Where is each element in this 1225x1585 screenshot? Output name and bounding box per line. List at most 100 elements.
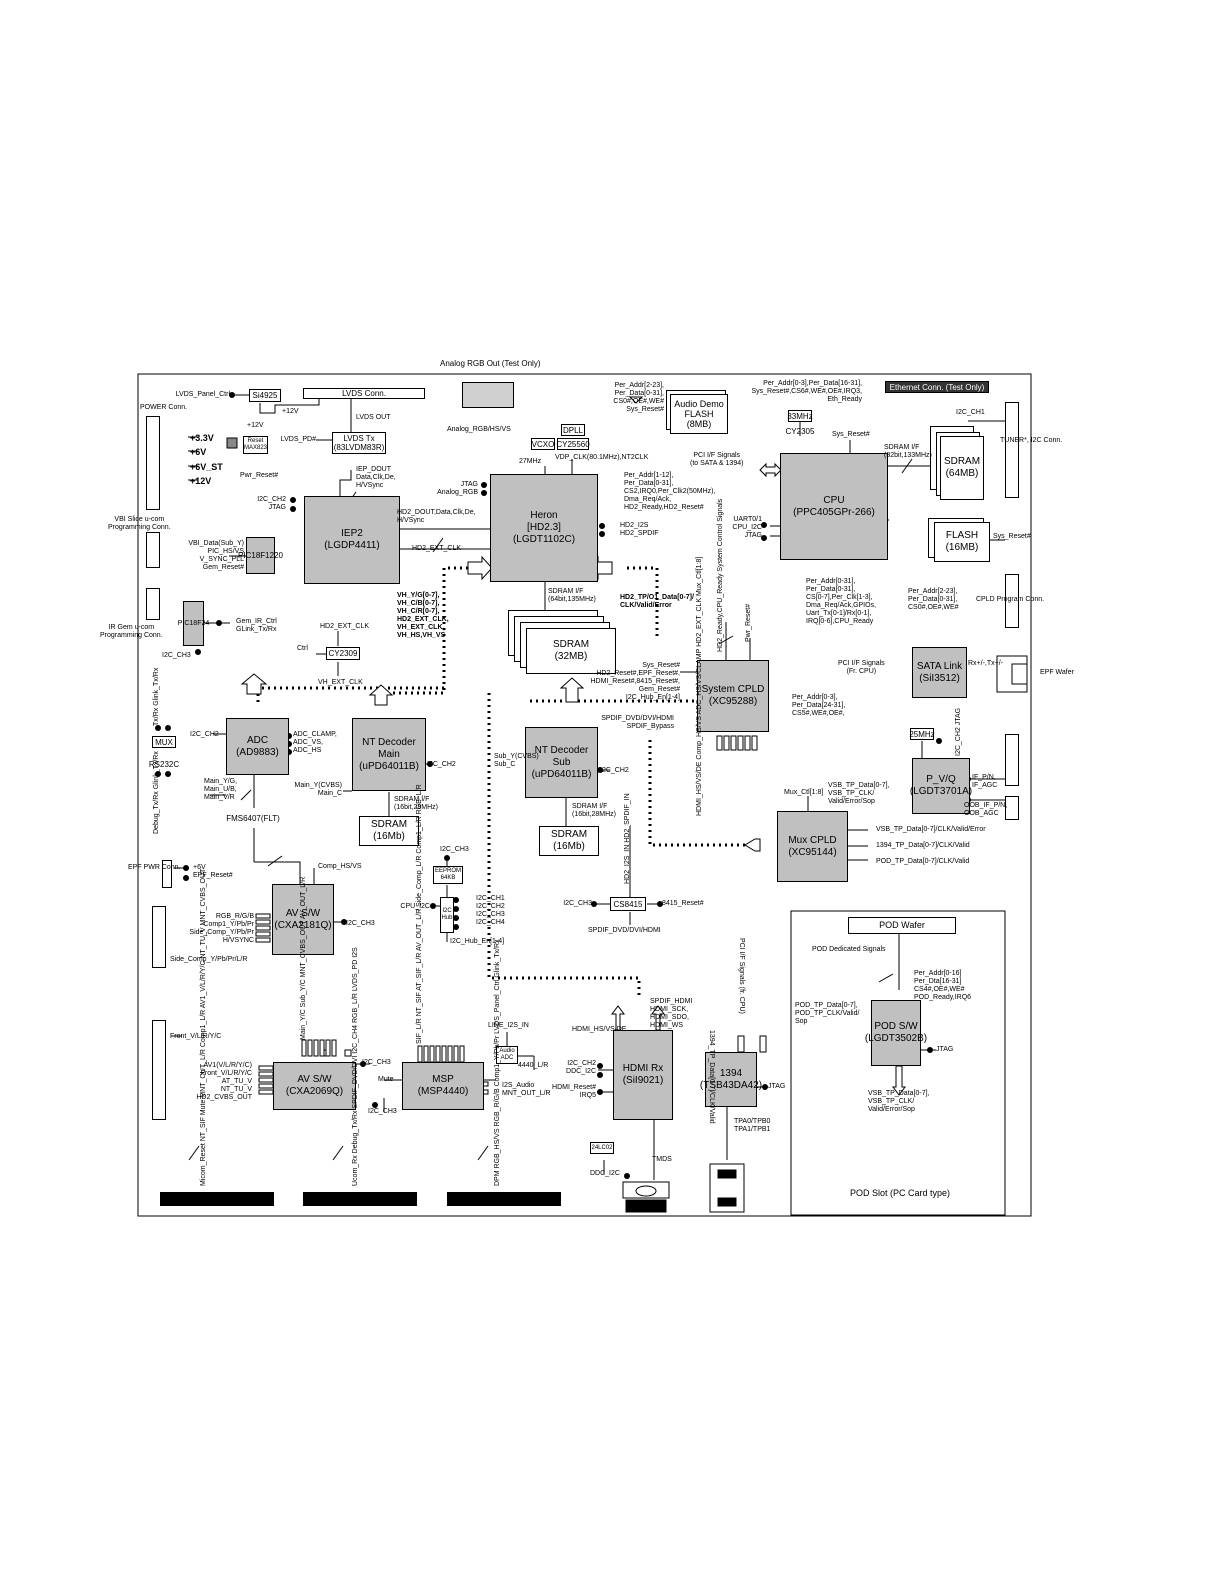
per-addr-heron-label: Per_Addr[1-12], Per_Data[0-31], CS2,IRQ0… [624,472,716,511]
av-in-label: AV1(V/L/R/Y/C) Front_V/L/R/Y/C AT_TU_V N… [196,1062,252,1101]
audio-adc-chip: Audio ADC [496,1046,518,1064]
pod-wafer: POD Wafer [848,917,956,934]
epf-pwr-label: EPF PWR Conn. [128,864,181,871]
vh-ext-clk-label: VH_EXT_CLK [318,679,363,686]
lvds-out-label: LVDS OUT [356,414,391,421]
reset-ic: Reset MAX823 [243,436,268,454]
ctrl-label: Ctrl [297,645,308,652]
v12-b-label: +12V [282,408,299,415]
vsb-tp-label: VSB_TP_Data[0-7], VSB_TP_CLK/ Valid/Erro… [828,782,890,805]
analog-rgb-label: Analog_RGB [437,489,478,496]
per-addr-cpld-label: Per_Addr[2-23], Per_Data[0-31], CS0#,OE#… [908,588,959,611]
i2c-ch3-eep-label: I2C_CH3 [440,846,469,853]
comp-hsvs-label: Comp_HS/VS [318,863,362,870]
system-cpld-block: System CPLD (XC95288) [697,660,769,732]
vcxo-chip: VCXO [531,438,555,450]
dotted-buses [256,566,754,996]
v12-label: +12V [190,476,212,486]
sdram-cpu: SDRAM (64MB) [940,436,984,500]
side-comp-label: Side_Comp_Y/Pb/Pr/L/R [170,956,248,963]
tp-1394-label: 1394_TP_Data[0-7]/CLK/Valid [708,1030,715,1124]
adc-block: ADC (AD9883) [226,718,289,775]
bottom-1-label: Micom_Reset NT_SIF Mute MNT_OUT_L/R Comp… [200,868,207,1186]
sata-link-block: SATA Link (SiI3512) [912,647,967,698]
audio-demo-flash: Audio Demo FLASH (8MB) [670,394,728,434]
pwr-reset-v-label: Pwr_Reset# [745,603,752,642]
av-top-sig-label: Main_Y/C Sub_Y/C MNT_CVBS_OUT AV_OUT_L/R [300,876,307,1040]
front-in-label: Front_V/L/R/Y/C [170,1033,222,1040]
ir-gem-label: IR Gem u-com Programming Conn. [100,624,163,639]
heron-block: Heron [HD2.3] (LGDT1102C) [490,474,598,582]
if-connector [1005,734,1019,786]
i2c-ch2-jtag-pvq-label: I2C_CH2 JTAG [955,707,962,756]
msp-top-sig-label: SIF_L/R NT_SIF AT_SIF_L/R AV_OUT_L/R Sid… [416,784,423,1044]
flash-cpu: FLASH (16MB) [934,522,990,562]
oob-connector [1005,796,1019,820]
bottom-2-label: Ucom_Rx Debug_Tx/Rx SPDIF_DVD/DVI I2C_CH… [352,947,359,1186]
epf-wafer-label: EPF Wafer [1040,669,1074,676]
fms-filter: FMS6407(FLT) [226,813,280,823]
cpld-prog-label: CPLD Program Conn. [976,596,1045,603]
sdram-heron: SDRAM (32MB) [526,628,616,674]
spdif-dvd-label: SPDIF_DVD/DVI/HDMI SPDIF_Bypass [601,715,674,730]
pvq-block: P_V/Q (LGDT3701A) [910,758,972,814]
i2c-ch2-nt-label: I2C_CH2 [427,761,456,768]
cy25560-chip: CY25560 [556,438,590,450]
spdif-dvd-b-label: SPDIF_DVD/DVI/HDMI [588,927,661,934]
i2c-hub: I2C Hub [440,897,454,933]
hdmi-reset-label: HDMI_Reset# IRQ5 [552,1084,596,1099]
rxtx-glink-label: Tx/Rx Glink_Tx/Rx [153,667,160,726]
pod-switch-block: POD S/W (LGDT3502B) [865,1000,927,1066]
l4440-label: 4440_L/R [518,1062,549,1069]
v6st-label: +6V_ST [190,462,223,472]
i2c-ch3-msp2-label: I2C_CH3 [368,1108,397,1115]
si4925-chip: Si4925 [249,389,281,402]
tmds-label: TMDS [652,1156,672,1163]
pod-slot-label: POD Slot (PC Card type) [849,1187,951,1198]
pic18f24-block: PIC18F24 [178,601,209,646]
hdmi-rx-block: HDMI Rx (SiI9021) [613,1030,673,1120]
bottom-connector-3 [447,1192,561,1206]
i2c-ch-list-label: I2C_CH1 I2C_CH2 I2C_CH3 I2C_CH4 [476,895,505,926]
vdp-clk-label: VDP_CLK(80.1MHz),NT2CLK [555,454,649,461]
jtag-pod-label: JTAG [936,1046,954,1053]
lvds-pd-label: LVDS_PD# [280,436,316,443]
line-i2s-label: LINE_I2S_IN [488,1022,529,1029]
eeprom-24lc02: 24LC02 [590,1142,614,1154]
rx-tx-label: Rx+/-,Tx+/- [968,660,1004,667]
v33-label: +3.3V [190,433,214,443]
main-ygb-label: Main_Y/G, Main_U/B, Main_V/R [204,778,238,801]
board-outline [137,373,1032,1217]
vbi-prog-connector [146,532,160,568]
mux-ctl-label: Mux_Ctl[1:8] [784,789,824,796]
per-addr-audio-label: Per_Addr[2-23], Per_Data[0-31], CS0#,OE#… [613,382,664,413]
av-switch-top-block: AV S/W (CXA2181Q) [272,884,334,955]
epf-pwr-connector [162,860,172,888]
bottom-connector-1 [160,1192,274,1206]
sys-reset-flash-label: Sys_Reset# [993,533,1031,540]
rgb-in-label: RGB_R/G/B Comp1_Y/Pb/Pr Side_Comp_Y/Pb/P… [189,913,254,944]
side-comp-connector [152,906,166,968]
power-conn-label: POWER Conn. [140,404,188,411]
bus-arrows [240,396,906,1096]
jtag-heron-label: JTAG [460,481,478,488]
rs232c-chip: RS232C [148,759,180,769]
hdmi-hs-label: HDMI_HS/VS/DE [572,1026,627,1033]
mhz27-label: 27MHz [519,458,542,465]
sys-cpld-bottom-label: HDMI_HS/VS/DE Comp_HS/VS ADC_HS/VS/CLAMP… [696,556,703,816]
main-y-cvbs-label: Main_Y(CVBS) Main_C [294,782,342,797]
sys-reset-multi-label: Sys_Reset# HD2_Reset#,EPF_Reset#, HDMI_R… [590,662,681,701]
if-pn-label: IF_P/N, IF_AGC [972,774,998,789]
vbi-slice-label: VBI Slice u-com Programming Conn. [108,516,171,531]
per-addr-pod-label: Per_Addr[0-16] Per_Dta[16-31] CS4#,OE#,W… [914,970,972,1001]
nt-decoder-sub-block: NT Decoder Sub (uPD64011B) [525,727,598,798]
osc-33mhz: 33MHz [787,410,813,422]
iep-dout-label: IEP_DOUT Data,Clk,De, H/VSync [356,466,396,489]
uart-label: UART0/1 CPU_I2C JTAG [732,516,762,539]
ieee1394-block: 1394 (TSB43DA42) [700,1052,762,1107]
hd2-i2s-label: HD2_I2S HD2_SPDIF [620,522,659,537]
cy2309-chip: CY2309 [326,647,360,660]
tpa-label: TPA0/TPB0 TPA1/TPB1 [734,1118,771,1133]
solid-wires [171,394,1005,1180]
vbi-data-label: VBI_Data(Sub_Y) PIC_HS/VS V_SYNC_PLL Gem… [188,540,244,571]
